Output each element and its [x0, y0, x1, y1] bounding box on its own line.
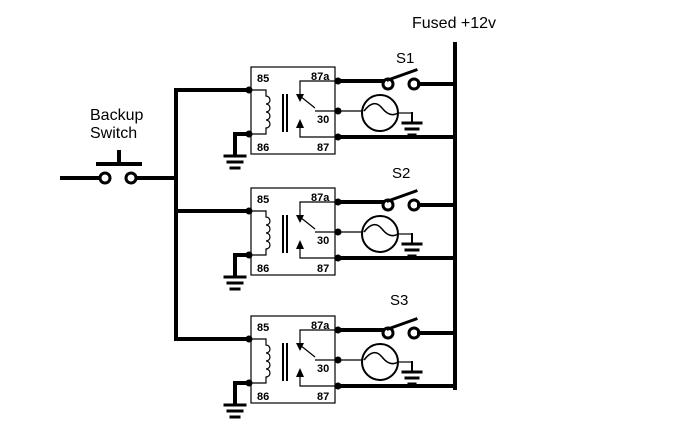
- backup-switch-label-line2: Switch: [90, 125, 137, 142]
- pin-87a-label: 87a: [311, 320, 330, 332]
- pin-87a-label: 87a: [311, 71, 330, 83]
- pin-85-label: 85: [257, 194, 269, 206]
- lamp-icon: [361, 94, 399, 132]
- pin-85-label: 85: [257, 73, 269, 85]
- pin-86-label: 86: [257, 142, 269, 154]
- pin-85-label: 85: [257, 322, 269, 334]
- pin-87a-label: 87a: [311, 192, 330, 204]
- coil-icon: [249, 210, 271, 256]
- backup-switch: [60, 150, 178, 185]
- pin-87-label: 87: [317, 391, 329, 403]
- ground-icon: [223, 275, 247, 291]
- no-arrow-icon: [296, 119, 304, 128]
- nc-arrow-icon: [296, 94, 304, 102]
- pin-87-label: 87: [317, 142, 329, 154]
- ground-icon: [401, 112, 423, 137]
- relay-1: 85 86 87a 30 87: [174, 50, 457, 170]
- backup-switch-label-line1: Backup: [90, 107, 143, 124]
- ground-icon: [223, 154, 247, 170]
- nc-arrow-icon: [296, 215, 304, 223]
- ground-icon: [401, 233, 423, 258]
- nc-contact: [299, 329, 338, 349]
- switch-s2: [381, 189, 457, 212]
- switch-s1: [381, 68, 457, 91]
- nc-contact: [299, 80, 338, 100]
- coil-icon: [249, 338, 271, 384]
- pin-30-label: 30: [317, 363, 329, 375]
- relay-3: 85 86 87a 30 87 S3: [174, 292, 457, 419]
- coil-icon: [249, 89, 271, 135]
- switch-label: S3: [390, 292, 408, 309]
- nc-contact: [299, 201, 338, 221]
- pin-30-label: 30: [317, 114, 329, 126]
- ground-icon: [401, 361, 423, 386]
- lamp-icon: [361, 215, 399, 253]
- switch-label: S1: [396, 50, 414, 67]
- lamp-icon: [361, 343, 399, 381]
- no-arrow-icon: [296, 368, 304, 377]
- relay-2: 85 86 87a 30 87 S2: [174, 165, 457, 291]
- no-arrow-icon: [296, 240, 304, 249]
- pin-30-label: 30: [317, 235, 329, 247]
- nc-arrow-icon: [296, 343, 304, 351]
- switch-s3: [381, 317, 457, 340]
- pin-86-label: 86: [257, 391, 269, 403]
- pin-87-label: 87: [317, 263, 329, 275]
- supply-label: Fused +12v: [412, 15, 496, 32]
- switch-label: S2: [392, 165, 410, 182]
- pin-86-label: 86: [257, 263, 269, 275]
- ground-icon: [223, 403, 247, 419]
